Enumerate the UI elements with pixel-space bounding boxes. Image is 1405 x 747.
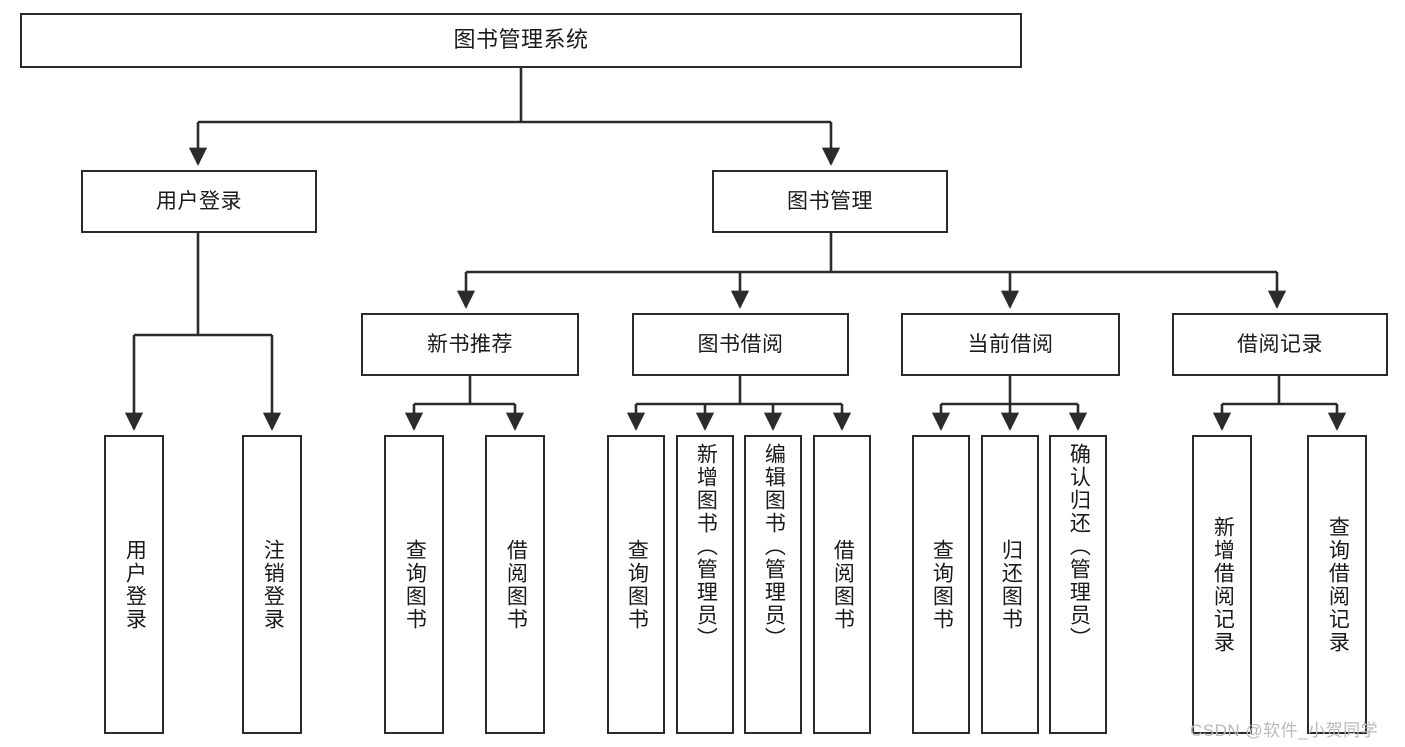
csdn-watermark: CSDN @软件_小贺同学 bbox=[1190, 721, 1379, 740]
leaf-new-book-borrow-book[interactable]: 借阅图书 bbox=[485, 435, 545, 734]
node-label: 查询图书 bbox=[930, 538, 954, 631]
node-new-book-recommend[interactable]: 新书推荐 bbox=[361, 313, 579, 376]
leaf-user-login-signin[interactable]: 用户登录 bbox=[104, 435, 164, 734]
leaf-borrow-query-book[interactable]: 查询图书 bbox=[607, 435, 665, 734]
node-label: 查询图书 bbox=[403, 538, 427, 631]
node-label: 确认归还（管理员） bbox=[1067, 443, 1091, 650]
node-label: 借阅记录 bbox=[1237, 332, 1323, 356]
node-label: 借阅图书 bbox=[504, 538, 528, 631]
node-label: 图书借阅 bbox=[697, 332, 784, 356]
node-label: 新增借阅记录 bbox=[1211, 515, 1235, 654]
node-label: 新增图书（管理员） bbox=[694, 443, 718, 650]
node-label: 图书管理系统 bbox=[453, 27, 589, 53]
leaf-borrow-add-book-admin[interactable]: 新增图书（管理员） bbox=[676, 435, 734, 734]
node-borrow-record[interactable]: 借阅记录 bbox=[1172, 313, 1388, 376]
node-label: 图书管理 bbox=[787, 189, 873, 213]
leaf-new-book-query-book[interactable]: 查询图书 bbox=[384, 435, 444, 734]
node-label: 注销登录 bbox=[261, 538, 285, 631]
node-label: 用户登录 bbox=[156, 189, 242, 213]
leaf-record-add-record[interactable]: 新增借阅记录 bbox=[1192, 435, 1252, 734]
leaf-current-confirm-return-admin[interactable]: 确认归还（管理员） bbox=[1049, 435, 1107, 734]
node-current-borrow[interactable]: 当前借阅 bbox=[901, 313, 1120, 376]
node-root-system[interactable]: 图书管理系统 bbox=[20, 13, 1022, 68]
node-label: 归还图书 bbox=[999, 538, 1023, 631]
node-label: 编辑图书（管理员） bbox=[762, 443, 786, 650]
node-label: 查询图书 bbox=[625, 538, 649, 631]
leaf-current-return-book[interactable]: 归还图书 bbox=[981, 435, 1039, 734]
leaf-record-query-record[interactable]: 查询借阅记录 bbox=[1307, 435, 1367, 734]
node-book-borrow[interactable]: 图书借阅 bbox=[632, 313, 849, 376]
leaf-current-query-book[interactable]: 查询图书 bbox=[912, 435, 970, 734]
node-label: 新书推荐 bbox=[427, 332, 513, 356]
node-label: 用户登录 bbox=[123, 538, 147, 631]
node-label: 借阅图书 bbox=[831, 538, 855, 631]
node-label: 查询借阅记录 bbox=[1326, 515, 1350, 654]
node-user-login[interactable]: 用户登录 bbox=[81, 170, 317, 233]
node-label: 当前借阅 bbox=[967, 332, 1054, 356]
leaf-user-login-signout[interactable]: 注销登录 bbox=[242, 435, 302, 734]
leaf-borrow-borrow-book[interactable]: 借阅图书 bbox=[813, 435, 871, 734]
leaf-borrow-edit-book-admin[interactable]: 编辑图书（管理员） bbox=[744, 435, 802, 734]
node-book-management[interactable]: 图书管理 bbox=[712, 170, 948, 233]
